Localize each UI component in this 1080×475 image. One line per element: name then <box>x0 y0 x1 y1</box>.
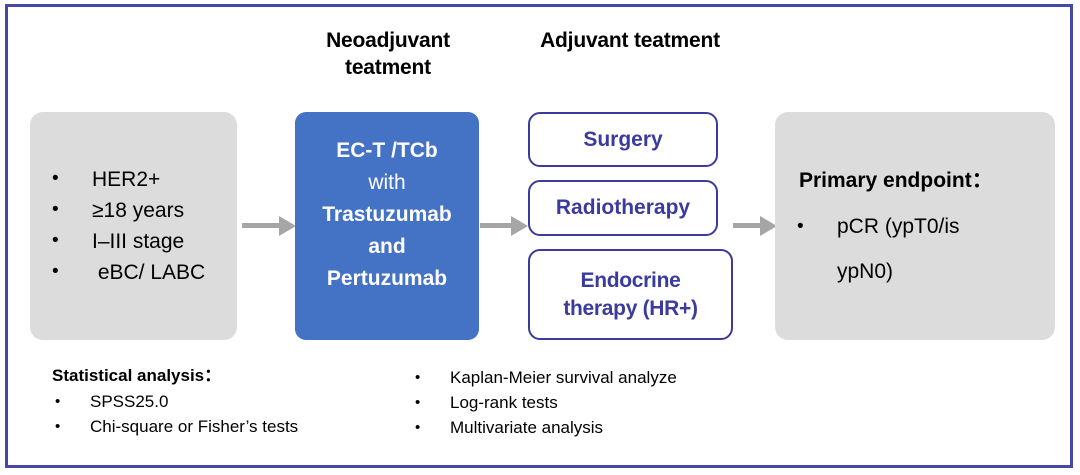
heading-adjuvant-treatment: Adjuvant teatment <box>540 29 720 52</box>
adjuvant-box-surgery: Surgery <box>528 112 718 167</box>
list-item: Chi-square or Fisher’s tests <box>52 414 298 439</box>
heading-neoadjuvant-treatment: Neoadjuvant teatment <box>326 29 450 79</box>
arrow-head <box>760 216 777 236</box>
neoadjuvant-regimen-text: EC-T /TCb with Trastuzumab and Pertuzuma… <box>295 135 479 295</box>
list-item: I–III stage <box>30 225 237 257</box>
list-item-continuation: ypN0) <box>837 260 894 283</box>
arrow-shaft <box>242 223 280 228</box>
regimen-line: Pertuzumab <box>326 267 448 290</box>
arrow-head <box>511 216 528 236</box>
list-item: HER2+ <box>30 163 237 195</box>
adjuvant-box-endocrine-therapy: Endocrine therapy (HR+) <box>528 249 733 340</box>
arrow-head <box>279 216 296 236</box>
regimen-line: Trastuzumab <box>322 203 452 226</box>
arrow-shaft <box>480 223 512 228</box>
statistical-analysis-right-list: Kaplan-Meier survival analyze Log-rank t… <box>412 365 677 440</box>
eligibility-criteria-box: HER2+ ≥18 years I–III stage eBC/ LABC <box>30 112 237 340</box>
regimen-line: and <box>368 235 406 258</box>
list-item: pCR (ypT0/is <box>775 204 1055 249</box>
regimen-line: with <box>368 171 406 194</box>
statistical-analysis-left-list: SPSS25.0 Chi-square or Fisher’s tests <box>52 389 298 439</box>
arrow-right-icon <box>733 216 777 236</box>
adjuvant-box-radiotherapy: Radiotherapy <box>528 180 718 236</box>
eligibility-criteria-list: HER2+ ≥18 years I–III stage eBC/ LABC <box>30 163 237 288</box>
list-item: Kaplan-Meier survival analyze <box>412 365 677 390</box>
primary-endpoint-title: Primary endpoint： <box>799 169 993 192</box>
regimen-line: EC-T /TCb <box>336 139 438 162</box>
list-item: Log-rank tests <box>412 390 677 415</box>
list-item: SPSS25.0 <box>52 389 298 414</box>
arrow-shaft <box>733 223 761 228</box>
adjuvant-box-label: Radiotherapy <box>555 196 691 219</box>
list-item: eBC/ LABC <box>30 256 237 288</box>
statistical-analysis-title: Statistical analysis： <box>52 366 222 385</box>
list-item: ≥18 years <box>30 194 237 226</box>
arrow-right-icon <box>480 216 528 236</box>
adjuvant-box-label: Endocrine therapy (HR+) <box>563 268 698 320</box>
primary-endpoint-list: pCR (ypT0/is ypN0) <box>775 204 1055 294</box>
list-item: Multivariate analysis <box>412 415 677 440</box>
adjuvant-box-label: Surgery <box>583 127 663 151</box>
neoadjuvant-regimen-box: EC-T /TCb with Trastuzumab and Pertuzuma… <box>295 112 479 340</box>
arrow-right-icon <box>242 216 296 236</box>
primary-endpoint-box: Primary endpoint： pCR (ypT0/is ypN0) <box>775 112 1055 340</box>
